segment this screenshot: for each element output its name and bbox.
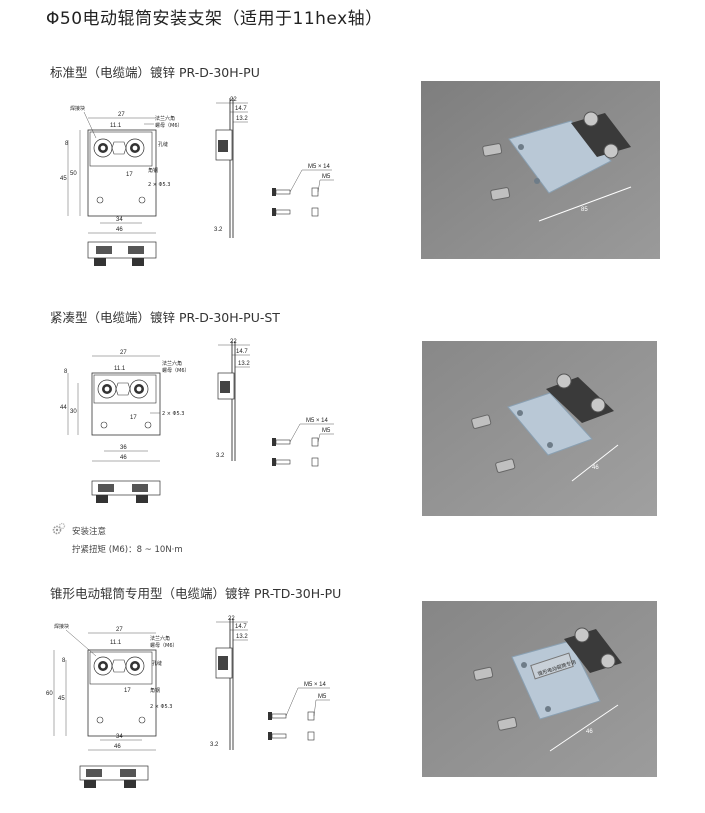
dim-34: 34 <box>116 734 123 740</box>
label-nut2: 螺母（M6） <box>155 122 183 129</box>
section-2-drawing: 27 11.1 44 30 17 36 46 8 法兰六角 螺母（M6） 2 ×… <box>40 333 370 513</box>
dim-14-7: 14.7 <box>235 106 247 112</box>
page-title: Φ50电动辊筒安装支架（适用于11hex轴） <box>46 9 383 29</box>
dim-22: 22 <box>230 339 237 345</box>
label-nut2: 螺母（M6） <box>150 642 178 649</box>
bolt-label-1: M5 × 14 <box>304 682 327 688</box>
section-1-title: 标准型（电缆端）镀锌 PR-D-30H-PU <box>50 65 260 80</box>
label-hole: 孔缝 <box>158 141 168 148</box>
section-3-title: 锥形电动辊筒专用型（电缆端）镀锌 PR-TD-30H-PU <box>50 586 342 601</box>
dim-r8: 8 <box>62 658 66 664</box>
dim-r8: 8 <box>64 369 68 375</box>
dim-34: 34 <box>116 217 123 223</box>
dim-22: 22 <box>230 97 237 103</box>
dim-45: 45 <box>60 176 67 182</box>
dim-46: 46 <box>116 227 123 233</box>
dim-46: 46 <box>114 744 121 750</box>
label-nut: 法兰六角 <box>162 360 182 367</box>
section-1-drawing: 27 11.1 50 45 17 34 46 8 焊接块 法兰六角 螺母（M6）… <box>40 90 370 275</box>
dim-46: 46 <box>120 455 127 461</box>
dim-11: 11.1 <box>114 366 126 372</box>
photo-3-label: 46 <box>586 729 593 735</box>
dim-30: 30 <box>70 409 77 415</box>
section-3-drawing: 27 11.1 60 45 17 34 46 8 焊接块 法兰六角 螺母（M6）… <box>40 610 370 800</box>
dim-r8: 8 <box>65 141 69 147</box>
dim-17: 17 <box>124 688 131 694</box>
bolt-label-2: M5 <box>318 694 327 700</box>
label-block: 焊接块 <box>70 105 85 112</box>
photo-1-label: 85 <box>581 207 588 213</box>
dim-14-7: 14.7 <box>236 349 248 355</box>
bolt-label-1: M5 × 14 <box>308 164 331 170</box>
dim-27: 27 <box>118 112 125 118</box>
dim-17: 17 <box>130 415 137 421</box>
install-note: 安装注意 拧紧扭矩 (M6)：8 ~ 10N·m <box>52 522 183 555</box>
label-block: 焊接块 <box>54 623 69 630</box>
section-3-photo: 锥形电动辊筒专用 46 <box>422 601 657 777</box>
label-hole: 孔缝 <box>152 660 162 667</box>
dim-22: 22 <box>228 616 235 622</box>
dim-27: 27 <box>120 350 127 356</box>
dim-3-2: 3.2 <box>210 742 219 748</box>
dim-11: 11.1 <box>110 123 122 129</box>
dim-3-2: 3.2 <box>216 453 225 459</box>
install-note-heading: 安装注意 <box>72 526 107 537</box>
bolt-label-1: M5 × 14 <box>306 418 329 424</box>
dim-27: 27 <box>116 627 123 633</box>
dim-60: 60 <box>46 691 53 697</box>
dim-45: 45 <box>58 696 65 702</box>
section-2-title: 紧凑型（电缆端）镀锌 PR-D-30H-PU-ST <box>50 310 280 325</box>
dim-44: 44 <box>60 405 67 411</box>
label-nut2: 螺母（M6） <box>162 367 190 374</box>
dim-14-7: 14.7 <box>235 624 247 630</box>
label-nut: 法兰六角 <box>155 115 175 122</box>
dim-11: 11.1 <box>110 640 122 646</box>
photo-2-label: 46 <box>592 465 599 471</box>
section-1-photo: 85 <box>421 81 660 259</box>
dim-17: 17 <box>126 172 133 178</box>
label-holes: 2 × Φ5.3 <box>150 704 172 710</box>
dim-36: 36 <box>120 445 127 451</box>
label-holes: 2 × Φ5.3 <box>162 411 184 417</box>
label-bracket: 角钢 <box>150 687 160 694</box>
dim-3-2: 3.2 <box>214 227 223 233</box>
label-nut: 法兰六角 <box>150 635 170 642</box>
dim-50: 50 <box>70 171 77 177</box>
bolt-label-2: M5 <box>322 428 331 434</box>
section-2-photo: 46 <box>422 341 657 516</box>
label-bracket: 角钢 <box>148 167 158 174</box>
install-note-text: 拧紧扭矩 (M6)：8 ~ 10N·m <box>72 545 183 555</box>
gear-icon <box>52 522 66 539</box>
dim-13-2: 13.2 <box>238 361 250 367</box>
label-holes: 2 × Φ5.3 <box>148 182 170 188</box>
dim-13-2: 13.2 <box>236 634 248 640</box>
dim-13-2: 13.2 <box>236 116 248 122</box>
bolt-label-2: M5 <box>322 174 331 180</box>
